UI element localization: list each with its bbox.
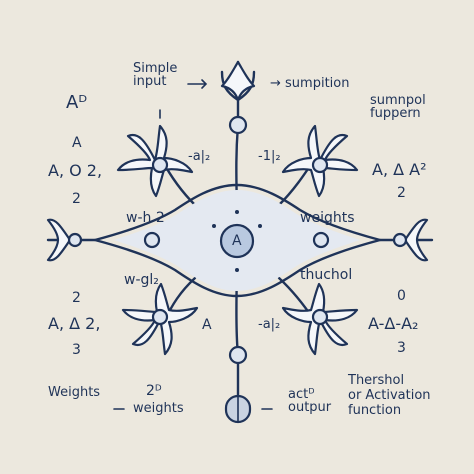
node-right-shape — [403, 218, 429, 262]
label-bottom-mid-num: 2ᴰ — [146, 383, 162, 399]
left-arm-node — [67, 232, 83, 248]
label-left-ratio-top: A, O 2, — [48, 161, 103, 180]
arrow-input — [187, 79, 208, 89]
label-summation-function: sumnpol fuppern — [370, 93, 426, 121]
label-weights-right: weights — [300, 210, 355, 226]
label-a-superscript: Aᴰ — [66, 92, 88, 113]
label-weights-bottom-mid: weights — [133, 401, 184, 416]
label-simple-input: Simple input — [133, 61, 178, 89]
label-left-three: 3 — [72, 342, 81, 358]
node-top-shape — [220, 60, 256, 102]
label-left-mid-a: A — [72, 135, 82, 151]
label-threshold-mid: thuchol — [300, 267, 353, 283]
label-left-weight-top: w-h 2 — [126, 210, 165, 226]
soma-dot — [258, 224, 262, 228]
right-node — [312, 231, 330, 249]
upper-right-node — [311, 156, 329, 174]
label-left-weight-bottom: w-gl₂ — [124, 272, 159, 288]
core-node — [219, 223, 255, 259]
soma-dot — [235, 268, 239, 272]
label-threshold-activation: Thershol or Activation function — [348, 373, 431, 418]
lower-left-node — [151, 308, 169, 326]
lower-right-node — [311, 308, 329, 326]
label-left-two-lower: 2 — [72, 290, 81, 306]
right-arm-node — [392, 232, 408, 248]
bottom-node — [228, 345, 248, 365]
soma-dot — [235, 210, 239, 214]
label-right-ratio-bottom: A-Δ-A₂ — [368, 314, 419, 333]
soma-outline — [93, 183, 382, 298]
label-weights-bottom-left: Weights — [48, 385, 101, 400]
label-right-two: 2 — [397, 185, 406, 201]
label-right-zero: 0 — [397, 288, 406, 304]
label-core-letter: A — [232, 233, 242, 249]
label-left-ratio-bottom: A, Δ 2, — [48, 314, 101, 333]
label-summation: → sumpition — [270, 76, 350, 91]
label-act-output: actᴰ outpur — [288, 387, 332, 415]
label-left-two-mid: 2 — [72, 191, 81, 207]
label-inner-bottom-a: A — [202, 317, 212, 333]
top-node — [228, 115, 248, 135]
upper-left-node — [151, 156, 169, 174]
label-right-three: 3 — [397, 340, 406, 356]
left-node — [143, 231, 161, 249]
node-left-shape — [46, 218, 72, 262]
label-right-ratio-top: A, Δ A² — [372, 160, 427, 179]
soma-dot — [212, 224, 216, 228]
label-inner-right-top-expr: -1|₂ — [258, 149, 281, 164]
label-inner-bottom-expr: -a|₂ — [258, 317, 281, 332]
label-inner-left-top-expr: -a|₂ — [188, 149, 211, 164]
